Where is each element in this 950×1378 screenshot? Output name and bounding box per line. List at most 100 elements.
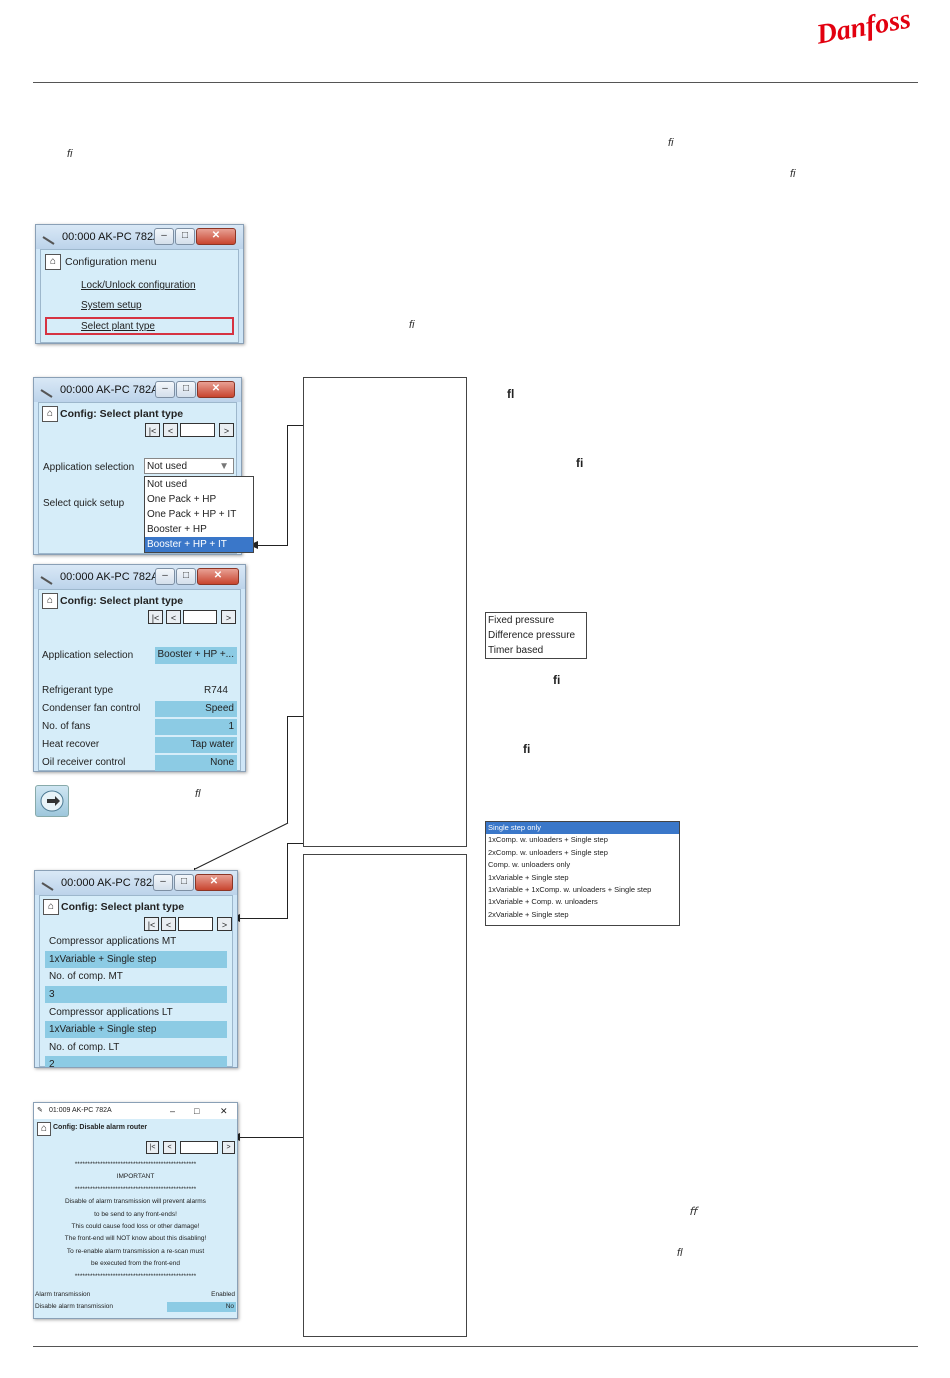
app-icon <box>42 231 55 245</box>
close-button[interactable]: ✕ <box>196 228 236 245</box>
application-selection-value[interactable]: Booster + HP +... <box>155 647 237 664</box>
option-item[interactable]: One Pack + HP <box>147 494 217 505</box>
maximize-button[interactable]: □ <box>176 381 196 398</box>
home-icon[interactable]: ⌂ <box>42 593 58 609</box>
condenser-fan-control-value[interactable]: Speed <box>155 701 237 717</box>
warning-text: ****************************************… <box>34 1159 237 1283</box>
menu-heading: Configuration menu <box>65 256 157 268</box>
prev-page-button[interactable]: < <box>163 423 178 437</box>
close-button[interactable]: ✕ <box>197 381 235 398</box>
connector-line <box>240 918 288 919</box>
option-item[interactable]: 2xComp. w. unloaders + Single step <box>488 847 608 857</box>
home-icon[interactable]: ⌂ <box>43 899 59 915</box>
window-title: 00:000 AK-PC 782A <box>60 571 159 583</box>
home-icon[interactable]: ⌂ <box>42 406 58 422</box>
option-item[interactable]: 2xVariable + Single step <box>488 909 569 919</box>
maximize-button[interactable]: □ <box>176 568 196 585</box>
disable-alarm-value[interactable]: No <box>167 1302 236 1312</box>
close-button[interactable]: ✕ <box>195 874 233 891</box>
home-icon[interactable]: ⌂ <box>37 1122 51 1136</box>
prev-page-button[interactable]: < <box>166 610 181 624</box>
next-page-icon[interactable] <box>35 785 69 817</box>
title-bar: 00:000 AK-PC 782A – □ ✕ <box>35 871 237 895</box>
option-item[interactable]: One Pack + HP + IT <box>147 509 237 520</box>
condenser-fan-control-label: Condenser fan control <box>42 703 141 714</box>
maximize-button[interactable]: □ <box>174 874 194 891</box>
list-row: Compressor applications MT <box>49 936 177 947</box>
prev-page-button[interactable]: < <box>161 917 176 931</box>
ligature-fl: ﬂ <box>195 788 201 800</box>
window-body: ⌂ Configuration menu Lock/Unlock configu… <box>40 249 239 343</box>
page-indicator <box>180 1141 218 1154</box>
menu-item-lock-unlock[interactable]: Lock/Unlock configuration <box>81 280 196 291</box>
connector-line <box>287 716 303 717</box>
list-row[interactable]: 1xVariable + Single step <box>45 1021 227 1038</box>
minimize-button[interactable]: – <box>155 381 175 398</box>
next-page-button[interactable]: > <box>219 423 234 437</box>
option-item-selected[interactable]: Booster + HP + IT <box>145 537 253 552</box>
menu-item-select-plant-type[interactable]: Select plant type <box>81 321 155 332</box>
first-page-button[interactable]: |< <box>146 1141 159 1154</box>
connector-line <box>240 1137 303 1138</box>
warning-line: Disable of alarm transmission will preve… <box>65 1198 206 1206</box>
list-row[interactable]: 1xVariable + Single step <box>45 951 227 968</box>
maximize-button[interactable]: □ <box>175 228 195 245</box>
next-page-button[interactable]: > <box>222 1141 235 1154</box>
refrigerant-type-value[interactable]: R744 <box>204 685 228 696</box>
heat-recover-value[interactable]: Tap water <box>155 737 237 753</box>
window-body: ⌂ Config: Select plant type |< < > Compr… <box>39 895 233 1067</box>
close-button[interactable]: ✕ <box>197 568 239 585</box>
minimize-button[interactable]: – <box>154 228 174 245</box>
connector-line <box>287 843 288 919</box>
minimize-button[interactable]: – <box>170 1106 176 1116</box>
option-item[interactable]: 1xComp. w. unloaders + Single step <box>488 835 608 845</box>
highlight-frame <box>45 317 234 335</box>
option-item[interactable]: Difference pressure <box>488 630 576 641</box>
no-of-fans-value[interactable]: 1 <box>155 719 237 735</box>
pressure-options-list: Fixed pressure Difference pressure Timer… <box>485 612 587 659</box>
title-bar: ✎ 01:009 AK-PC 782A – □ ✕ <box>34 1103 237 1119</box>
application-selection-dropdown[interactable]: Not used ▼ <box>144 458 234 474</box>
first-page-button[interactable]: |< <box>148 610 163 624</box>
footer-rule <box>33 1346 918 1347</box>
config-heading: Config: Disable alarm router <box>53 1124 148 1131</box>
option-item[interactable]: Timer based <box>488 645 544 656</box>
first-page-button[interactable]: |< <box>145 423 160 437</box>
prev-page-button[interactable]: < <box>163 1141 176 1154</box>
list-row[interactable]: 3 <box>45 986 227 1003</box>
window-title: 00:000 AK-PC 782A <box>62 231 161 243</box>
close-button[interactable]: ✕ <box>220 1106 228 1116</box>
plant-type-window-booster: 00:000 AK-PC 782A – □ ✕ ⌂ Config: Select… <box>33 564 246 772</box>
chevron-down-icon: ▼ <box>219 461 229 472</box>
list-row: No. of comp. MT <box>49 971 123 982</box>
disable-alarm-label: Disable alarm transmission <box>35 1303 114 1310</box>
config-heading: Config: Select plant type <box>60 595 184 607</box>
option-item[interactable]: Fixed pressure <box>488 615 555 626</box>
app-icon <box>40 384 53 398</box>
option-item[interactable]: 1xVariable + Single step <box>488 872 569 882</box>
connector-line <box>287 425 303 426</box>
app-icon <box>41 877 54 891</box>
first-page-button[interactable]: |< <box>144 917 159 931</box>
option-item[interactable]: Not used <box>147 479 188 490</box>
minimize-button[interactable]: – <box>155 568 175 585</box>
home-icon[interactable]: ⌂ <box>45 254 61 270</box>
alarm-transmission-value: Enabled <box>211 1291 235 1298</box>
next-page-button[interactable]: > <box>217 917 232 931</box>
header-rule <box>33 82 918 83</box>
minimize-button[interactable]: – <box>153 874 173 891</box>
next-page-button[interactable]: > <box>221 610 236 624</box>
list-row[interactable]: 2 <box>45 1056 227 1067</box>
menu-item-system-setup[interactable]: System setup <box>81 300 142 311</box>
warning-line: This could cause food loss or other dama… <box>71 1223 200 1231</box>
page-indicator <box>180 423 215 437</box>
option-item[interactable]: Booster + HP <box>147 524 207 535</box>
maximize-button[interactable]: □ <box>194 1106 200 1116</box>
option-item-selected[interactable]: Single step only <box>486 822 679 835</box>
option-item[interactable]: 1xVariable + Comp. w. unloaders <box>488 897 598 907</box>
ligature-fi: ﬁ <box>523 742 531 756</box>
oil-receiver-control-value[interactable]: None <box>155 755 237 771</box>
option-item[interactable]: Comp. w. unloaders only <box>488 860 571 870</box>
oil-receiver-control-label: Oil receiver control <box>42 757 126 768</box>
option-item[interactable]: 1xVariable + 1xComp. w. unloaders + Sing… <box>488 884 652 894</box>
